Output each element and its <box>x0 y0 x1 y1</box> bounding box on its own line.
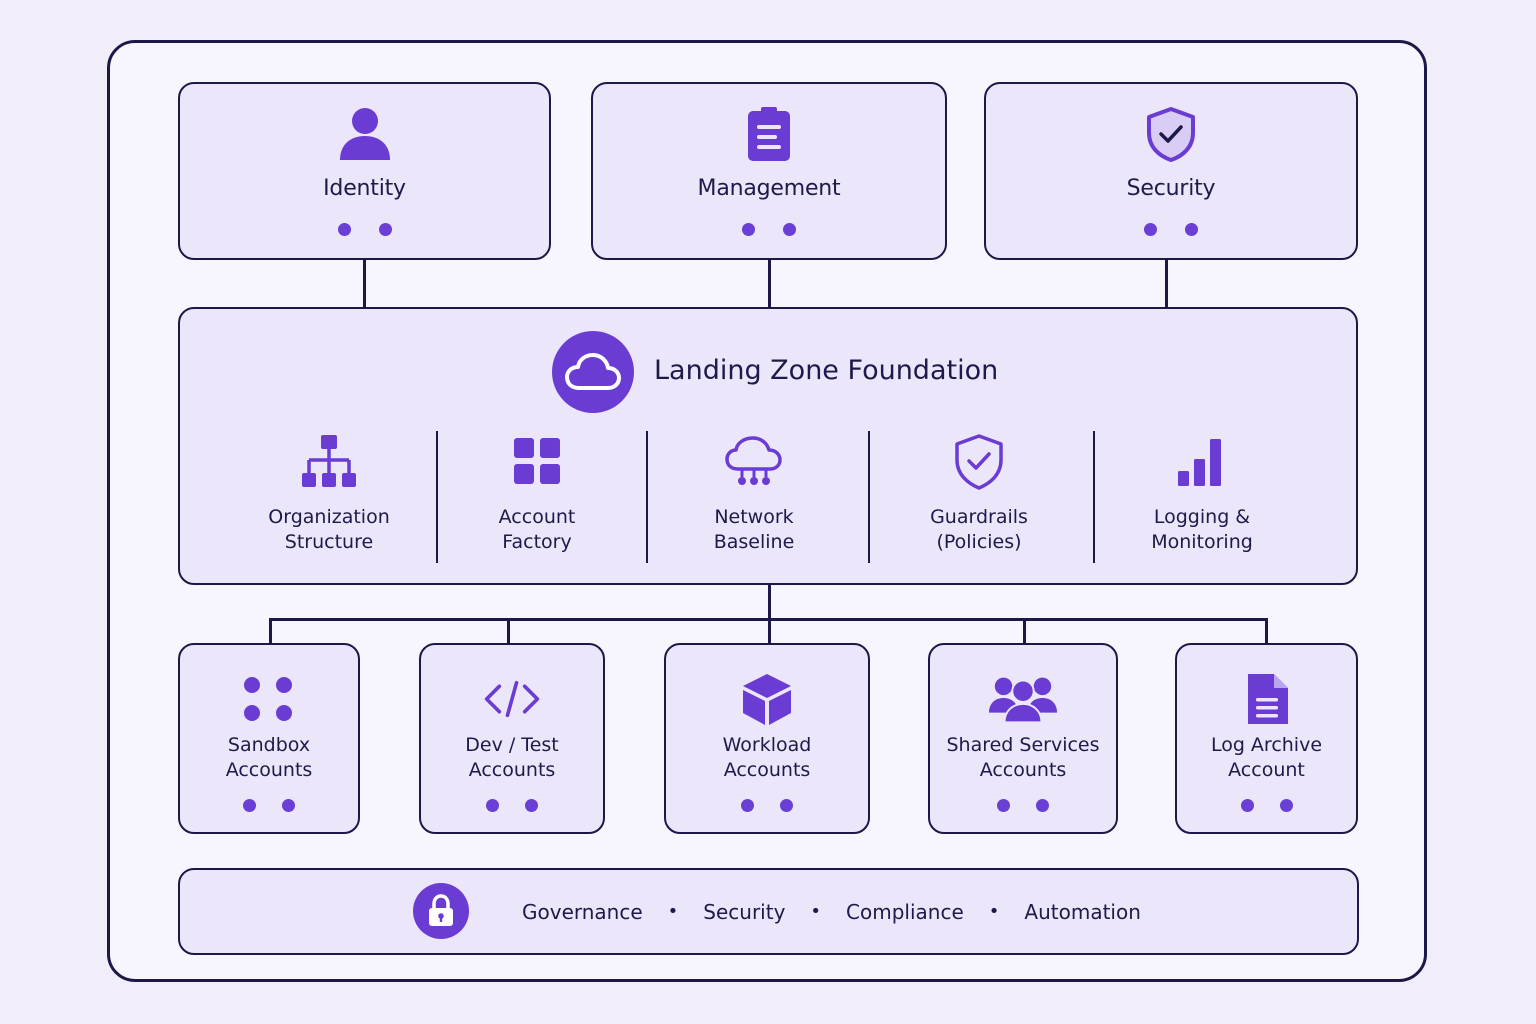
document-icon <box>1247 674 1288 724</box>
connector-foundation-down <box>768 584 771 620</box>
management-box: Management <box>591 82 947 260</box>
shared-services-dots <box>997 799 1049 812</box>
connector-management <box>768 258 771 308</box>
account-factory-label: Account Factory <box>498 506 576 553</box>
shared-services-accounts-label: Shared Services Accounts <box>946 734 1100 781</box>
bar-chart-icon <box>1178 439 1221 486</box>
connector-identity <box>363 258 366 308</box>
divider-4 <box>1093 431 1095 563</box>
sandbox-accounts-box: Sandbox Accounts <box>178 643 360 834</box>
shield-check-icon <box>1147 107 1195 162</box>
cloud-icon <box>565 353 621 390</box>
dev-test-accounts-box: Dev / Test Accounts <box>419 643 605 834</box>
lock-icon <box>429 894 453 926</box>
security-item: Security <box>703 899 786 924</box>
governance-bar: Governance • Security • Compliance • Aut… <box>178 868 1359 955</box>
sandbox-dots <box>243 799 295 812</box>
log-archive-account-label: Log Archive Account <box>1210 734 1323 781</box>
logging-monitoring-label: Logging & Monitoring <box>1151 506 1253 553</box>
log-archive-account-box: Log Archive Account <box>1175 643 1358 834</box>
identity-label: Identity <box>323 176 406 201</box>
organization-structure-label: Organization Structure <box>268 506 390 553</box>
governance-item: Governance <box>522 899 643 924</box>
cloud-badge <box>552 331 634 413</box>
security-label: Security <box>1126 176 1216 201</box>
shared-services-accounts-box: Shared Services Accounts <box>928 643 1118 834</box>
hierarchy-icon <box>302 435 356 487</box>
shield-check-icon <box>955 434 1003 490</box>
connector-sandbox <box>269 618 272 644</box>
users-icon <box>988 677 1058 724</box>
separator-dot: • <box>667 901 679 922</box>
workload-accounts-box: Workload Accounts <box>664 643 870 834</box>
connector-security <box>1165 258 1168 308</box>
guardrails-item: Guardrails (Policies) <box>879 429 1079 555</box>
network-baseline-label: Network Baseline <box>713 506 795 553</box>
dev-test-accounts-label: Dev / Test Accounts <box>465 734 559 781</box>
identity-box: Identity <box>178 82 551 260</box>
cube-icon <box>743 674 791 725</box>
governance-items: Governance • Security • Compliance • Aut… <box>522 870 1141 953</box>
divider-1 <box>436 431 438 563</box>
management-label: Management <box>697 176 841 201</box>
landing-zone-foundation-box: Landing Zone Foundation Organization Str… <box>178 307 1358 585</box>
organization-structure-item: Organization Structure <box>229 429 429 555</box>
security-box: Security <box>984 82 1358 260</box>
logging-monitoring-item: Logging & Monitoring <box>1102 429 1302 555</box>
lock-badge <box>413 883 469 939</box>
divider-2 <box>646 431 648 563</box>
workload-dots <box>741 799 793 812</box>
identity-dots <box>337 223 392 236</box>
code-icon <box>484 680 540 718</box>
separator-dot: • <box>810 901 822 922</box>
connector-devtest <box>507 618 510 644</box>
divider-3 <box>868 431 870 563</box>
log-archive-dots <box>1240 799 1293 812</box>
security-dots <box>1144 223 1198 236</box>
grid-icon <box>514 438 560 484</box>
management-dots <box>742 223 796 236</box>
cloud-network-icon <box>725 436 782 485</box>
guardrails-label: Guardrails (Policies) <box>930 506 1028 553</box>
four-dots-icon <box>244 677 292 721</box>
separator-dot: • <box>988 901 1000 922</box>
user-icon <box>339 108 390 160</box>
account-factory-item: Account Factory <box>437 429 637 555</box>
clipboard-icon <box>748 107 790 161</box>
connector-shared <box>1023 618 1026 644</box>
compliance-item: Compliance <box>846 899 964 924</box>
automation-item: Automation <box>1024 899 1141 924</box>
foundation-title: Landing Zone Foundation <box>654 355 999 386</box>
dev-test-dots <box>486 799 538 812</box>
workload-accounts-label: Workload Accounts <box>722 734 812 781</box>
connector-workload <box>768 618 771 644</box>
sandbox-accounts-label: Sandbox Accounts <box>225 734 313 781</box>
network-baseline-item: Network Baseline <box>654 429 854 555</box>
connector-logarchive <box>1265 618 1268 644</box>
